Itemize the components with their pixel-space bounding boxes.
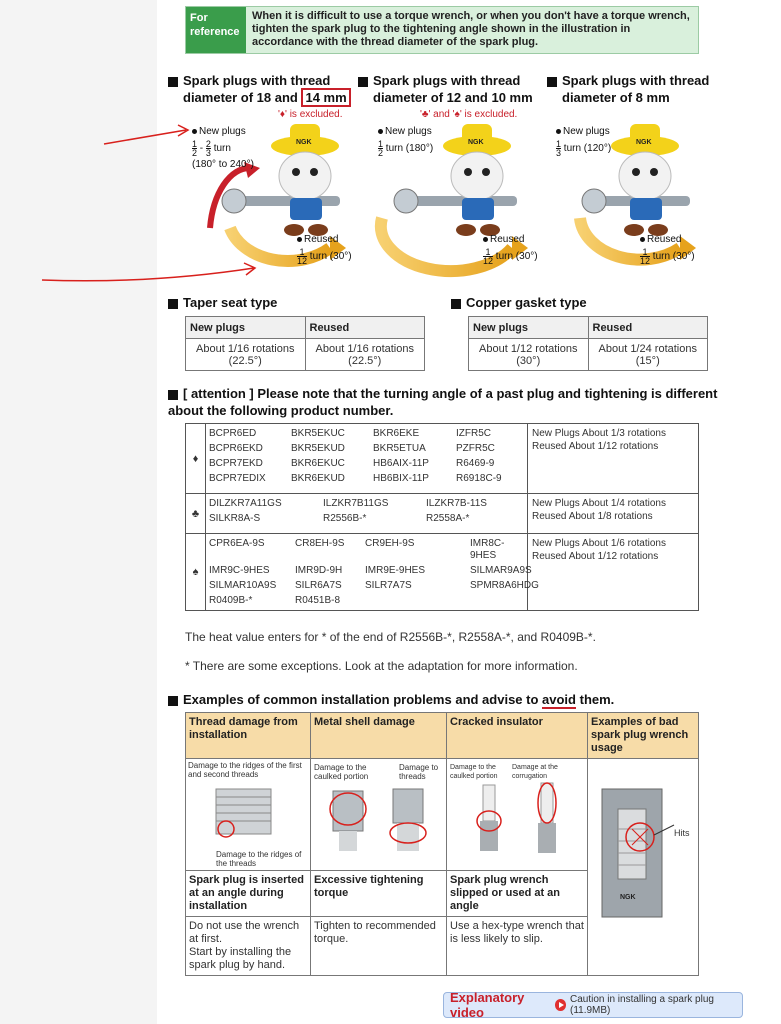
wrench-socket-image: NGK: [601, 788, 675, 918]
red-annotation-arrows: [41, 124, 257, 282]
excluded-note-1: '♦' is excluded.: [278, 109, 343, 120]
reference-box: For reference When it is difficult to us…: [185, 6, 699, 54]
play-icon: [555, 999, 566, 1011]
wrench-illustration-3: NGK: [574, 124, 696, 266]
metal-shell-plugs-image: [329, 788, 427, 851]
reused-label-3: Reused: [640, 234, 681, 246]
heat-value-note: The heat value enters for * of the end o…: [185, 630, 596, 644]
bullet-square-icon: [547, 76, 557, 87]
plug-heading-8: Spark plugs with thread diameter of 8 mm: [547, 72, 709, 106]
wrench-illustration-1: NGK: [207, 124, 346, 267]
threaded-plug-image: [215, 788, 272, 838]
explanatory-video-button[interactable]: Explanatory video Caution in installing …: [443, 990, 743, 1020]
spade-symbol: ♠: [185, 533, 206, 611]
bullet-square-icon: [358, 76, 368, 87]
metal-shell-damage-image: Damage to the caulked portion Damage to …: [310, 758, 447, 871]
thread-damage-image: Damage to the ridges of the first and se…: [185, 758, 311, 871]
plug-heading-18-14: Spark plugs with thread diameter of 18 a…: [168, 72, 351, 107]
attention-heading: [ attention ] Please note that the turni…: [168, 386, 718, 418]
new-plugs-label-1: New plugs: [192, 126, 246, 138]
avoid-underlined: avoid: [542, 692, 576, 709]
reference-text: When it is difficult to use a torque wre…: [252, 10, 690, 48]
club-symbol: ♣: [185, 493, 206, 534]
svg-text:NGK: NGK: [468, 139, 484, 146]
svg-text:NGK: NGK: [296, 139, 312, 146]
wrench-illustration-2: NGK: [374, 124, 528, 278]
new-plugs-label-2: New plugs: [378, 126, 432, 138]
reused-label-1: Reused: [297, 234, 338, 246]
reused-label-2: Reused: [483, 234, 524, 246]
copper-gasket-heading: Copper gasket type: [451, 294, 587, 311]
cracked-insulator-image: Damage to the caulked portion Damage at …: [446, 758, 588, 871]
taper-seat-heading: Taper seat type: [168, 294, 277, 311]
highlight-14mm: 14 mm: [301, 88, 351, 107]
svg-text:NGK: NGK: [636, 139, 652, 146]
new-plugs-label-3: New plugs: [556, 126, 610, 138]
ngk-socket-text: NGK: [620, 894, 636, 901]
new-plugs-degrees-1: (180° to 240°): [192, 159, 254, 170]
bad-wrench-usage-image: NGK Hits: [587, 758, 699, 976]
exceptions-note: * There are some exceptions. Look at the…: [185, 659, 578, 673]
plug-heading-12-10: Spark plugs with thread diameter of 12 a…: [358, 72, 533, 106]
bullet-square-icon: [168, 76, 178, 87]
diamond-symbol: ♦: [185, 423, 206, 494]
reference-tag: For reference: [186, 7, 246, 53]
insulator-plugs-image: [476, 782, 557, 853]
excluded-note-2: '♣' and '♠' is excluded.: [420, 109, 518, 120]
problems-table: Thread damage from installation Metal sh…: [185, 712, 699, 976]
problems-heading: Examples of common installation problems…: [168, 691, 614, 709]
